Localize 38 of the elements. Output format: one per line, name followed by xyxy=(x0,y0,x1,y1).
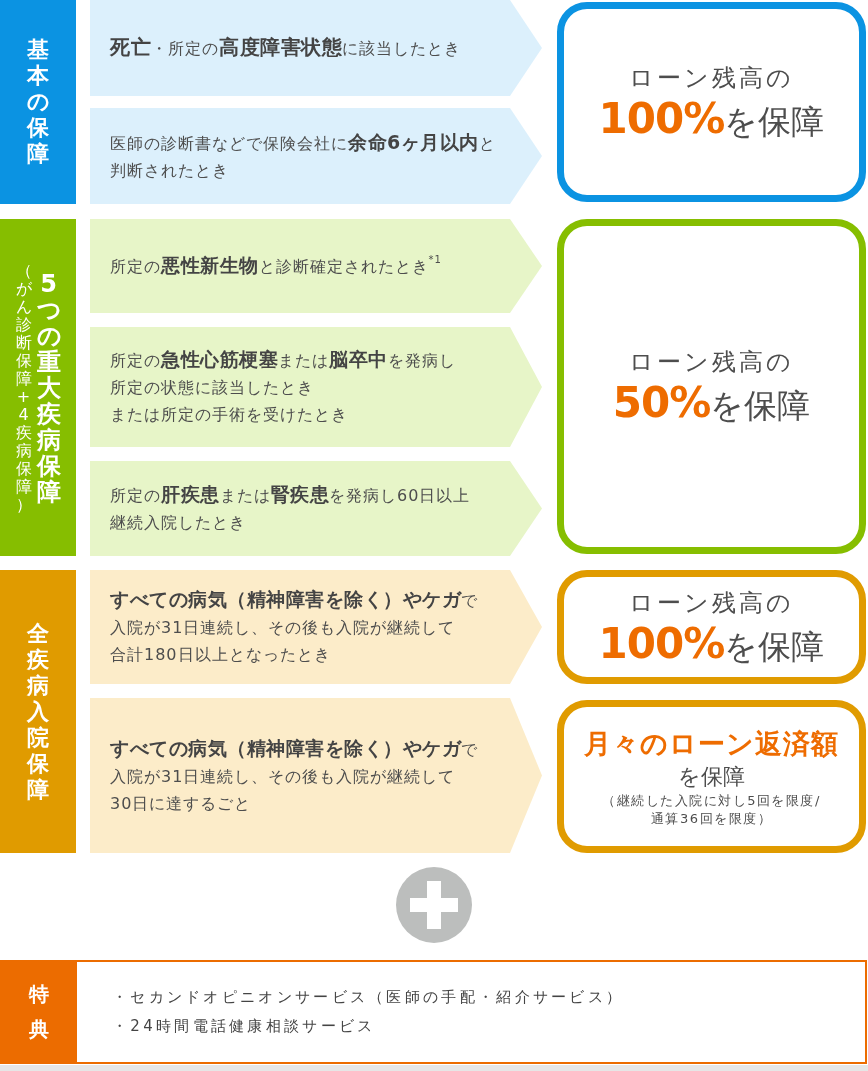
chevron-box xyxy=(90,461,542,556)
condition-text: 所定の急性心筋梗塞または脳卒中を発病し所定の状態に該当したときまたは所定の手術を受けたとき xyxy=(110,347,456,426)
chevron-box xyxy=(90,108,542,204)
coverage-amount: 月々のローン返済額 xyxy=(584,726,839,761)
coverage-text: ローン残高の xyxy=(629,347,794,378)
condition-text: 所定の肝疾患または腎疾患を発病し60日以上継続入院したとき xyxy=(110,482,471,534)
coverage-text: ローン残高の xyxy=(629,587,794,619)
condition-text: 死亡・所定の高度障害状態に該当したとき xyxy=(110,34,461,61)
coverage-note: （継続した入院に対し5回を限度/通算36回を限度） xyxy=(602,791,821,828)
category-title: 5つの重大疾病保障 xyxy=(36,270,61,505)
coverage-amount: 100%を保障 xyxy=(598,620,825,670)
coverage-text: を保障 xyxy=(678,762,745,791)
condition-text: すべての病気（精神障害を除く）やケガで入院が31日連続し、その後も入院が継続して合計180日以上となったとき xyxy=(110,587,478,666)
list-item: ・セカンドオピニオンサービス（医師の手配・紹介サービス） xyxy=(112,987,625,1008)
category-title: 全疾病入院保障 xyxy=(27,620,49,803)
category-band xyxy=(0,219,76,556)
category-title: 基本の保障 xyxy=(27,37,49,167)
result-box xyxy=(557,219,866,554)
chevron-box xyxy=(90,219,542,313)
chevron-box xyxy=(90,327,542,447)
coverage-amount: 100%を保障 xyxy=(598,95,825,145)
category-subtitle: （がん診断保障+4疾病保障） xyxy=(15,261,32,514)
chevron-box xyxy=(90,698,542,853)
category-band xyxy=(0,0,76,204)
coverage-text: ローン残高の xyxy=(629,62,794,94)
coverage-amount: 50%を保障 xyxy=(612,380,811,429)
result-box xyxy=(557,2,866,202)
benefits-box xyxy=(0,960,867,1064)
list-item: ・24時間電話健康相談サービス xyxy=(112,1016,377,1037)
category-band xyxy=(0,570,76,853)
condition-text: 所定の悪性新生物と診断確定されたとき$^{*1}$ xyxy=(110,253,442,278)
result-box xyxy=(557,700,866,853)
heading-tab: 特典 xyxy=(0,960,77,1064)
chevron-box xyxy=(90,0,542,96)
chevron-box xyxy=(90,570,542,684)
condition-text: すべての病気（精神障害を除く）やケガで入院が31日連続し、その後も入院が継続して30日に達するごと xyxy=(110,735,478,815)
condition-text: 医師の診断書などで保険会社に余命6ヶ月以内と判断されたとき xyxy=(110,129,496,182)
result-box xyxy=(557,570,866,684)
